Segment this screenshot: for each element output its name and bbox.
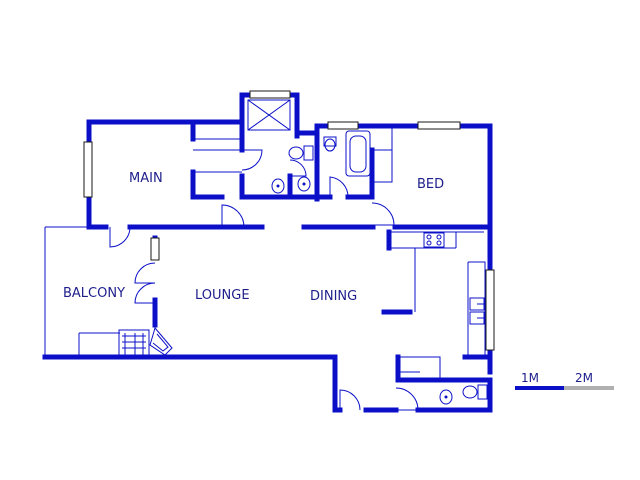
toilet-icon xyxy=(323,136,337,152)
window-kitchen-east xyxy=(485,269,495,351)
door-toilet xyxy=(289,159,307,177)
scale-label-1m: 1M xyxy=(521,371,539,385)
room-label-balcony: BALCONY xyxy=(63,286,125,301)
thin-lines xyxy=(44,99,486,380)
walls xyxy=(42,92,493,413)
door-balcony-1 xyxy=(109,226,131,248)
window-main-west xyxy=(83,141,93,198)
fixtures xyxy=(118,136,488,405)
toilet-icon xyxy=(288,145,314,161)
window-shower xyxy=(249,90,291,99)
toilet-icon xyxy=(462,384,488,400)
door-main xyxy=(221,204,245,228)
fireplace-icon xyxy=(118,329,150,358)
basin-icon xyxy=(439,389,453,405)
door-entry xyxy=(339,389,361,411)
door-bed xyxy=(371,202,395,226)
room-label-lounge: LOUNGE xyxy=(195,288,250,303)
sink-icon xyxy=(469,297,485,325)
window-bed-north xyxy=(417,121,461,130)
door-shower xyxy=(241,149,263,171)
room-label-bed: BED xyxy=(417,177,444,192)
basin-icon xyxy=(271,178,285,194)
fireplace-hearth xyxy=(149,326,173,356)
windows xyxy=(83,90,495,351)
room-label-main: MAIN xyxy=(129,171,163,186)
room-label-dining: DINING xyxy=(310,289,357,304)
stove-icon xyxy=(423,232,445,248)
room-labels: MAIN BED BALCONY LOUNGE DINING xyxy=(63,171,444,304)
door-bath xyxy=(329,176,349,198)
doors xyxy=(109,149,419,411)
window-bath xyxy=(327,121,359,130)
door-balcony-3 xyxy=(134,282,156,304)
basin-icon xyxy=(297,176,311,192)
window-lounge-west xyxy=(150,237,160,261)
door-balcony-2 xyxy=(134,262,156,284)
scale-label-2m: 2M xyxy=(575,371,593,385)
scale-bar: 1M 2M xyxy=(515,371,614,390)
door-utility xyxy=(395,387,419,411)
